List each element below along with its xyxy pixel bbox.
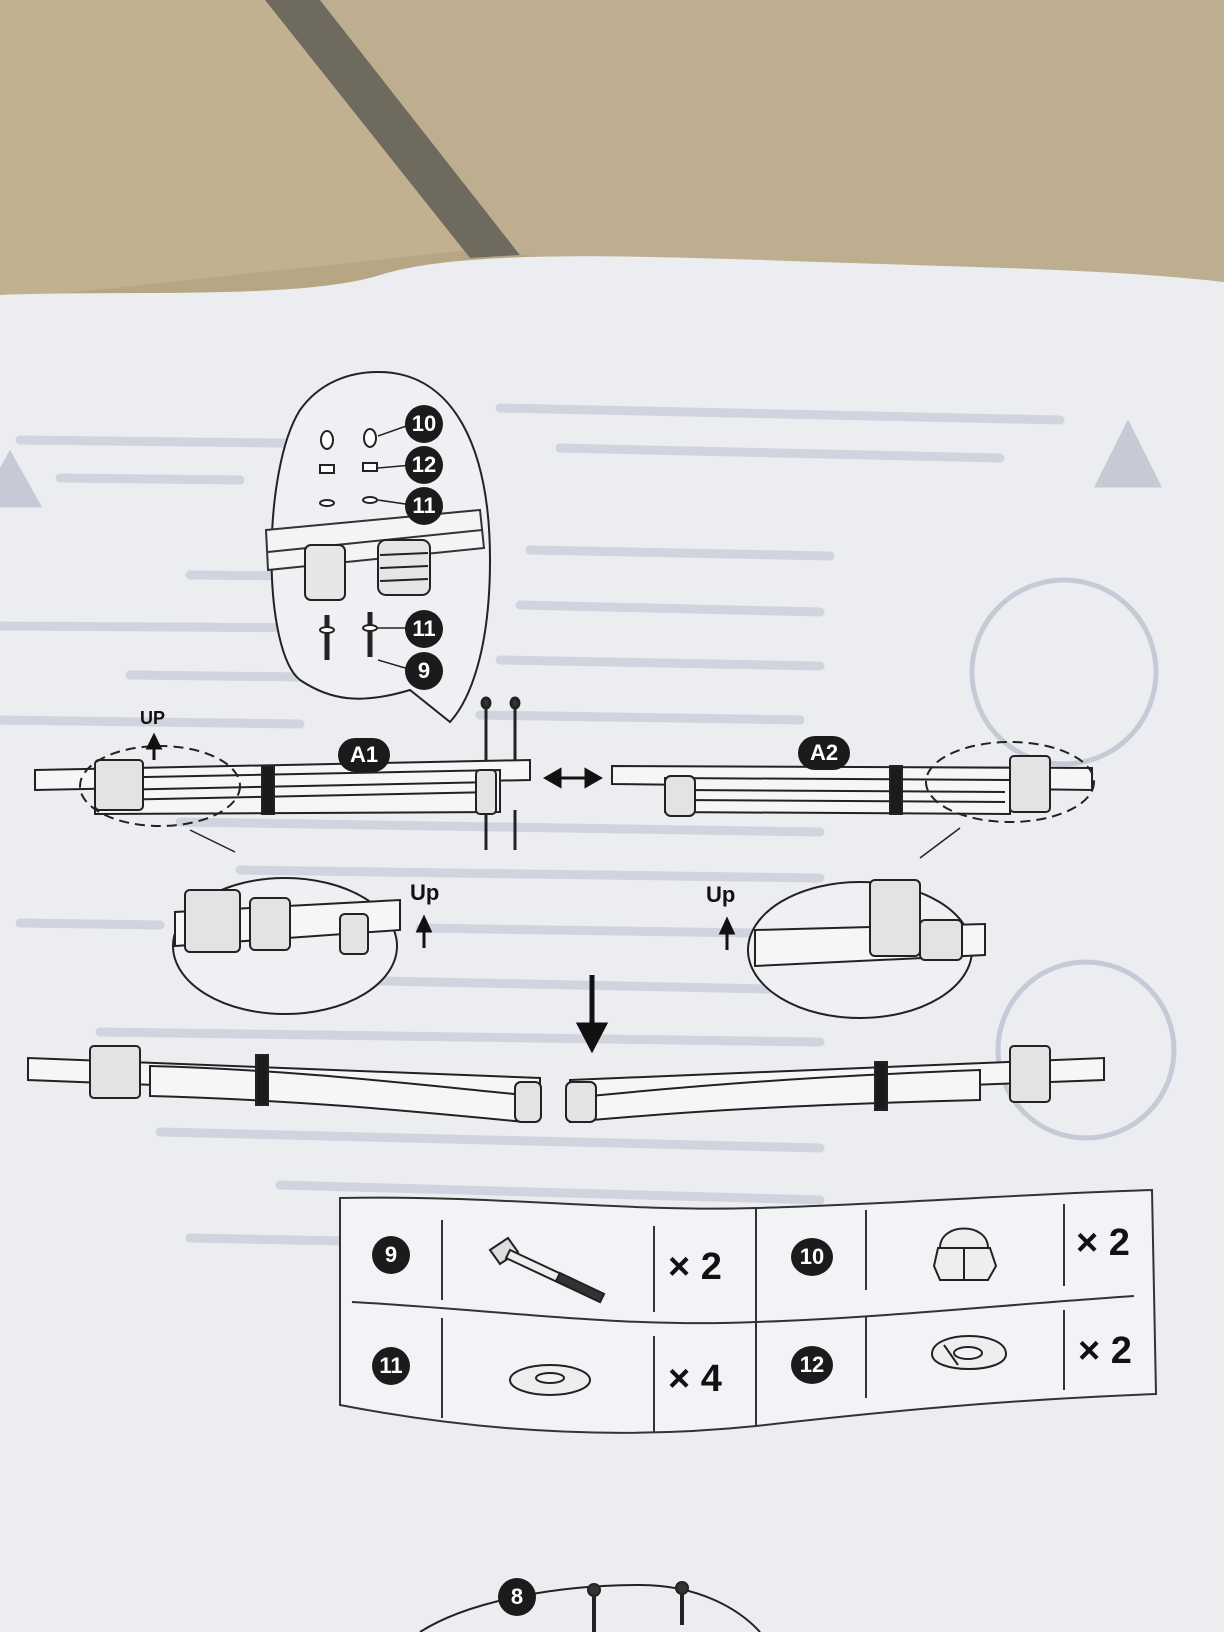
- table-part-num-12: 12: [791, 1346, 833, 1384]
- bleed-through-warning: [0, 419, 1177, 1141]
- table-qty-10: × 2: [1076, 1222, 1130, 1264]
- zoom-fasteners: [319, 428, 378, 660]
- table-qty-11: × 4: [668, 1358, 722, 1400]
- table-part-num-10: 10: [791, 1238, 833, 1276]
- table-part-num-9: 9: [372, 1236, 410, 1274]
- combined-rail: [27, 1045, 1105, 1124]
- callout-9: 9: [405, 652, 443, 690]
- floor-grout: [265, 0, 520, 258]
- zoom-circle-left: [172, 829, 401, 1015]
- lock-washer-drawing: [930, 1335, 1008, 1370]
- cap-nut-drawing: [932, 1227, 998, 1281]
- dashed-highlight-right: [925, 741, 1095, 823]
- up-label-left: Up: [410, 880, 440, 905]
- callout-11-lower: 11: [405, 610, 443, 648]
- floor-tile-right: [320, 0, 1224, 300]
- up-label-right: Up: [706, 882, 736, 907]
- zoom-hinges: [304, 539, 431, 601]
- part-label-a1: A1: [338, 738, 391, 772]
- parts-table-frame: [339, 1188, 1158, 1434]
- callout-11-upper: 11: [405, 487, 443, 525]
- table-qty-9: × 2: [668, 1246, 722, 1288]
- step-number-8: 8: [498, 1578, 536, 1616]
- rail-a2: [611, 755, 1093, 817]
- table-part-num-11: 11: [372, 1347, 410, 1385]
- table-qty-12: × 2: [1078, 1330, 1132, 1372]
- up-arrows: [145, 732, 736, 950]
- bottom-partial-diagram: [419, 1581, 761, 1632]
- up-label-small: UP: [140, 708, 166, 728]
- down-arrow: [575, 975, 609, 1054]
- part-label-a2: A2: [798, 736, 851, 770]
- loose-fasteners: [480, 696, 521, 850]
- bolt-drawing: [488, 1236, 606, 1304]
- callout-10: 10: [405, 405, 443, 443]
- zoom-circle-right: [747, 827, 986, 1019]
- double-arrow: [542, 767, 604, 789]
- floor-tile-left: [0, 0, 470, 300]
- callout-12: 12: [405, 446, 443, 484]
- rail-a1: [34, 758, 531, 816]
- washer-drawing: [509, 1364, 591, 1396]
